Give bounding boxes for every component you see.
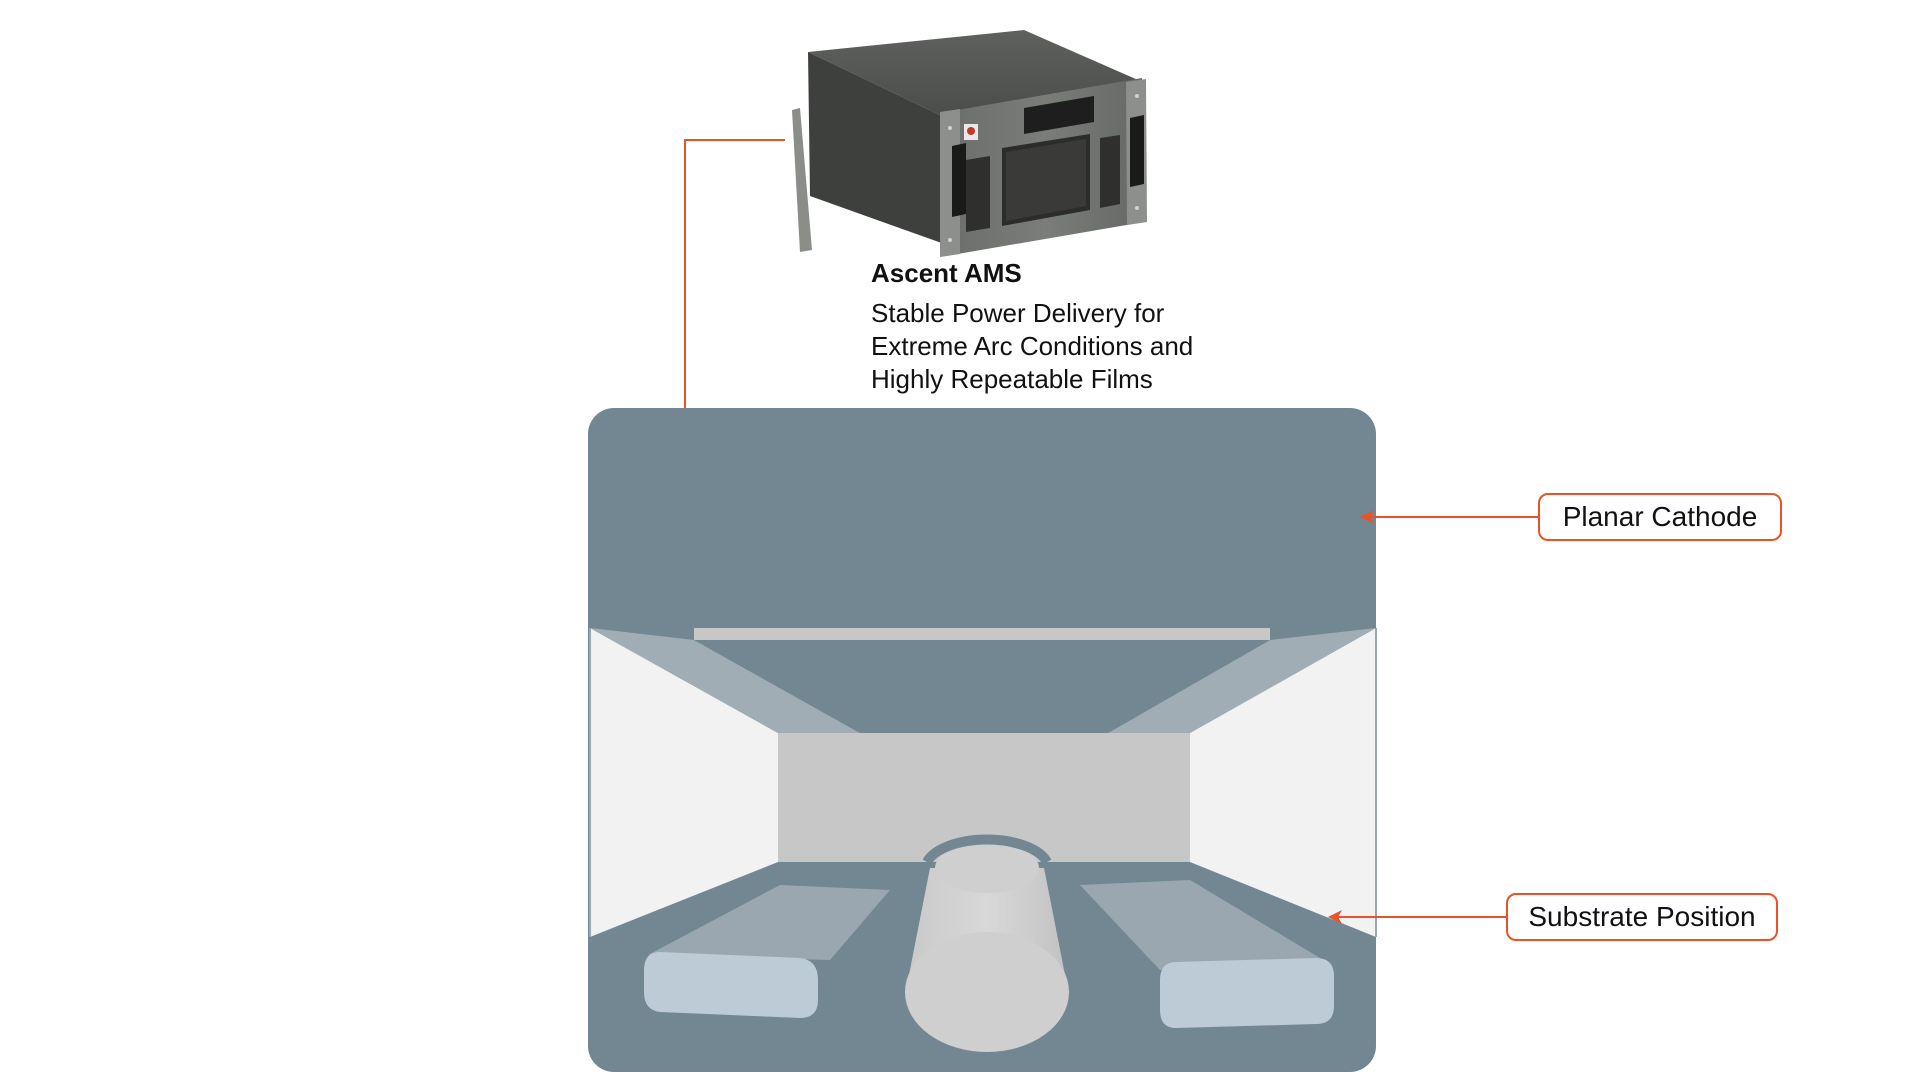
- power-supply-icon: [792, 30, 1147, 257]
- substrate-position-label: Substrate Position: [1506, 893, 1778, 941]
- cathode-face: [694, 640, 1270, 733]
- chamber-right-wall: [1190, 628, 1376, 937]
- chamber-left-wall: [590, 628, 778, 937]
- product-title: Ascent AMS: [871, 258, 1022, 288]
- power-connection-arrow: [678, 139, 785, 480]
- planar-cathode-label: Planar Cathode: [1538, 493, 1782, 541]
- vacuum-chamber: [588, 408, 1377, 1072]
- left-substrate-bar: [644, 885, 890, 1018]
- description-line: Stable Power Delivery for: [871, 298, 1165, 328]
- product-description: Stable Power Delivery for Extreme Arc Co…: [871, 297, 1193, 396]
- description-line: Highly Repeatable Films: [871, 364, 1153, 394]
- right-substrate-bar: [1080, 880, 1334, 1028]
- description-line: Extreme Arc Conditions and: [871, 331, 1194, 361]
